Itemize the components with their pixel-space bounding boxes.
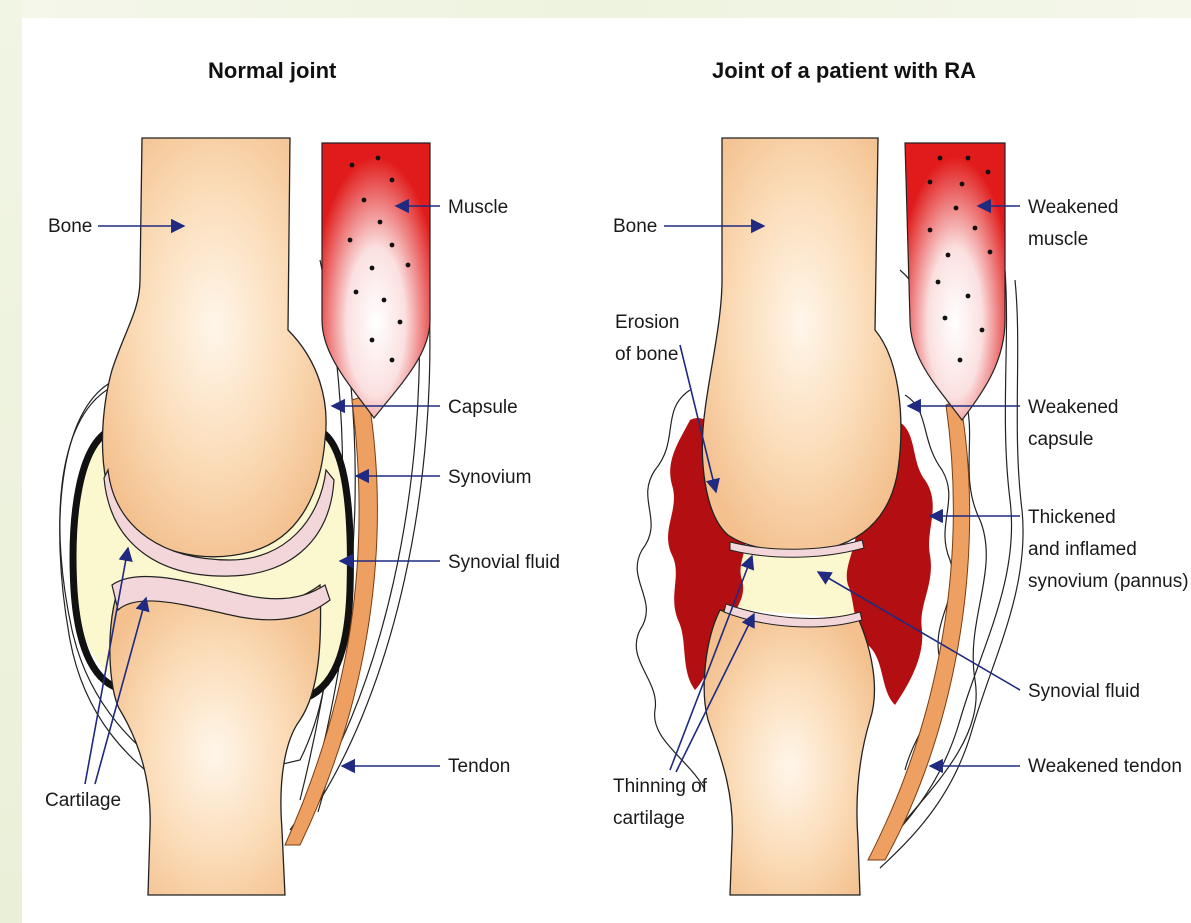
label-weakened-capsule-2: capsule [1028, 429, 1094, 450]
label-weakened-capsule-1: Weakened [1028, 397, 1119, 418]
normal-joint-title: Normal joint [208, 58, 337, 83]
label-synovium: Synovium [448, 467, 531, 488]
label-erosion-2: of bone [615, 344, 678, 365]
label-synovial-fluid-right: Synovial fluid [1028, 681, 1140, 702]
label-synovial-fluid-left: Synovial fluid [448, 552, 560, 573]
ra-lower-bone [704, 610, 874, 895]
label-tendon: Tendon [448, 756, 510, 777]
label-weakened-muscle-2: muscle [1028, 229, 1088, 250]
label-bone-left: Bone [48, 216, 92, 237]
ra-joint-title: Joint of a patient with RA [712, 58, 976, 83]
weakened-muscle [905, 143, 1005, 420]
label-pannus-3: synovium (pannus) [1028, 571, 1189, 592]
label-capsule: Capsule [448, 397, 518, 418]
label-weakened-tendon: Weakened tendon [1028, 756, 1182, 777]
ra-joint: Joint of a patient with RA Bone Weakened… [613, 58, 1189, 895]
label-pannus-1: Thickened [1028, 507, 1116, 528]
lower-bone [110, 580, 321, 895]
upper-bone [103, 138, 327, 557]
label-pannus-2: and inflamed [1028, 539, 1137, 560]
label-thinning-1: Thinning of [613, 776, 708, 797]
normal-joint: Normal joint Bone Muscle Capsule Synoviu… [45, 58, 560, 895]
label-erosion-1: Erosion [615, 312, 679, 333]
label-bone-right: Bone [613, 216, 657, 237]
label-weakened-muscle-1: Weakened [1028, 197, 1119, 218]
label-thinning-2: cartilage [613, 808, 685, 829]
label-cartilage: Cartilage [45, 790, 121, 811]
ra-upper-bone [702, 138, 900, 551]
label-muscle: Muscle [448, 197, 508, 218]
